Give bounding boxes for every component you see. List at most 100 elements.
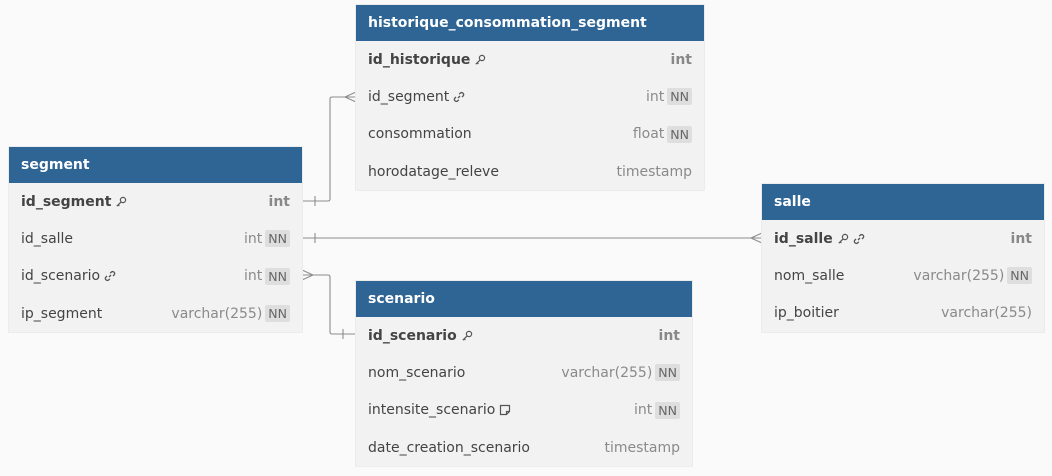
field-type: varchar(255)	[561, 364, 653, 381]
key-icon	[461, 330, 473, 342]
field-name-group: ip_boitier	[774, 305, 839, 321]
field-row[interactable]: horodatage_releve timestamp	[356, 153, 704, 190]
field-name: ip_boitier	[774, 305, 839, 322]
field-type-group: timestamp	[616, 164, 692, 180]
relationship-line	[302, 274, 356, 335]
field-name-group: ip_segment	[21, 306, 102, 322]
not-null-badge: NN	[265, 267, 290, 285]
table-header[interactable]: salle	[762, 184, 1044, 220]
field-row[interactable]: id_salle int	[762, 220, 1044, 257]
field-row[interactable]: ip_segment varchar(255)NN	[9, 295, 302, 332]
field-type: int	[1010, 230, 1032, 247]
field-name: intensite_scenario	[368, 402, 496, 419]
field-type-group: timestamp	[604, 440, 680, 456]
field-name-group: id_scenario	[368, 328, 473, 344]
not-null-badge: NN	[655, 401, 680, 419]
field-type-group: int	[1011, 231, 1032, 247]
field-name-group: consommation	[368, 126, 472, 142]
field-name-group: intensite_scenario	[368, 402, 511, 418]
cardinality-many-mark	[343, 91, 357, 103]
field-type: varchar(255)	[941, 305, 1032, 322]
field-row[interactable]: id_historique int	[356, 41, 704, 78]
field-type-group: varchar(255)NN	[561, 364, 680, 382]
field-name: id_segment	[21, 193, 112, 210]
field-name-group: nom_scenario	[368, 365, 465, 381]
field-type: float	[632, 126, 665, 143]
field-name-group: date_creation_scenario	[368, 440, 530, 456]
field-name: id_historique	[368, 51, 471, 68]
field-name: id_salle	[21, 230, 74, 247]
not-null-badge: NN	[667, 125, 692, 143]
field-type: int	[244, 268, 263, 285]
cardinality-many-mark	[301, 269, 315, 281]
key-icon	[837, 233, 849, 245]
field-row[interactable]: nom_salle varchar(255)NN	[762, 257, 1044, 294]
not-null-badge: NN	[667, 88, 692, 106]
field-type: timestamp	[604, 439, 680, 456]
not-null-badge: NN	[265, 305, 290, 323]
field-name-group: id_salle	[21, 231, 73, 247]
field-name-group: id_historique	[368, 52, 486, 68]
note-icon	[499, 404, 511, 416]
field-type-group: int	[671, 52, 692, 68]
field-name-group: id_scenario	[21, 268, 116, 284]
field-name: ip_segment	[21, 305, 103, 322]
field-row[interactable]: date_creation_scenario timestamp	[356, 429, 692, 466]
field-row[interactable]: nom_scenario varchar(255)NN	[356, 354, 692, 391]
table-header[interactable]: historique_consommation_segment	[356, 5, 704, 41]
field-type-group: int	[269, 194, 290, 210]
key-icon	[474, 54, 486, 66]
relationship-line	[302, 96, 356, 202]
field-type: int	[658, 327, 680, 344]
field-type: int	[634, 402, 653, 419]
field-name: id_segment	[368, 88, 450, 105]
field-row[interactable]: id_scenario int	[356, 317, 692, 354]
field-name-group: horodatage_releve	[368, 164, 499, 180]
not-null-badge: NN	[1007, 267, 1032, 285]
key-icon	[115, 196, 127, 208]
table-header[interactable]: segment	[9, 147, 302, 183]
field-type: int	[646, 88, 665, 105]
field-name-group: id_segment	[21, 194, 127, 210]
field-name: horodatage_releve	[368, 163, 499, 180]
field-name-group: id_salle	[774, 231, 865, 247]
field-type-group: varchar(255)NN	[913, 267, 1032, 285]
field-type-group: int	[659, 328, 680, 344]
field-row[interactable]: id_segment int	[9, 183, 302, 220]
field-name-group: nom_salle	[774, 268, 844, 284]
field-name: nom_scenario	[368, 364, 466, 381]
link-icon	[104, 270, 116, 282]
field-type-group: varchar(255)	[941, 305, 1032, 321]
field-type: varchar(255)	[171, 305, 263, 322]
table-header[interactable]: scenario	[356, 281, 692, 317]
field-name: id_salle	[774, 230, 833, 247]
field-type: int	[244, 230, 263, 247]
field-row[interactable]: ip_boitier varchar(255)	[762, 295, 1044, 332]
field-name-group: id_segment	[368, 89, 465, 105]
field-name: consommation	[368, 126, 472, 143]
field-type: timestamp	[616, 163, 692, 180]
not-null-badge: NN	[265, 230, 290, 248]
field-name: nom_salle	[774, 267, 845, 284]
link-icon	[453, 91, 465, 103]
field-type: int	[670, 51, 692, 68]
link-icon	[853, 233, 865, 245]
field-type: varchar(255)	[913, 267, 1005, 284]
field-name: id_scenario	[21, 268, 101, 285]
cardinality-many-mark	[749, 232, 763, 244]
field-name: date_creation_scenario	[368, 439, 530, 456]
